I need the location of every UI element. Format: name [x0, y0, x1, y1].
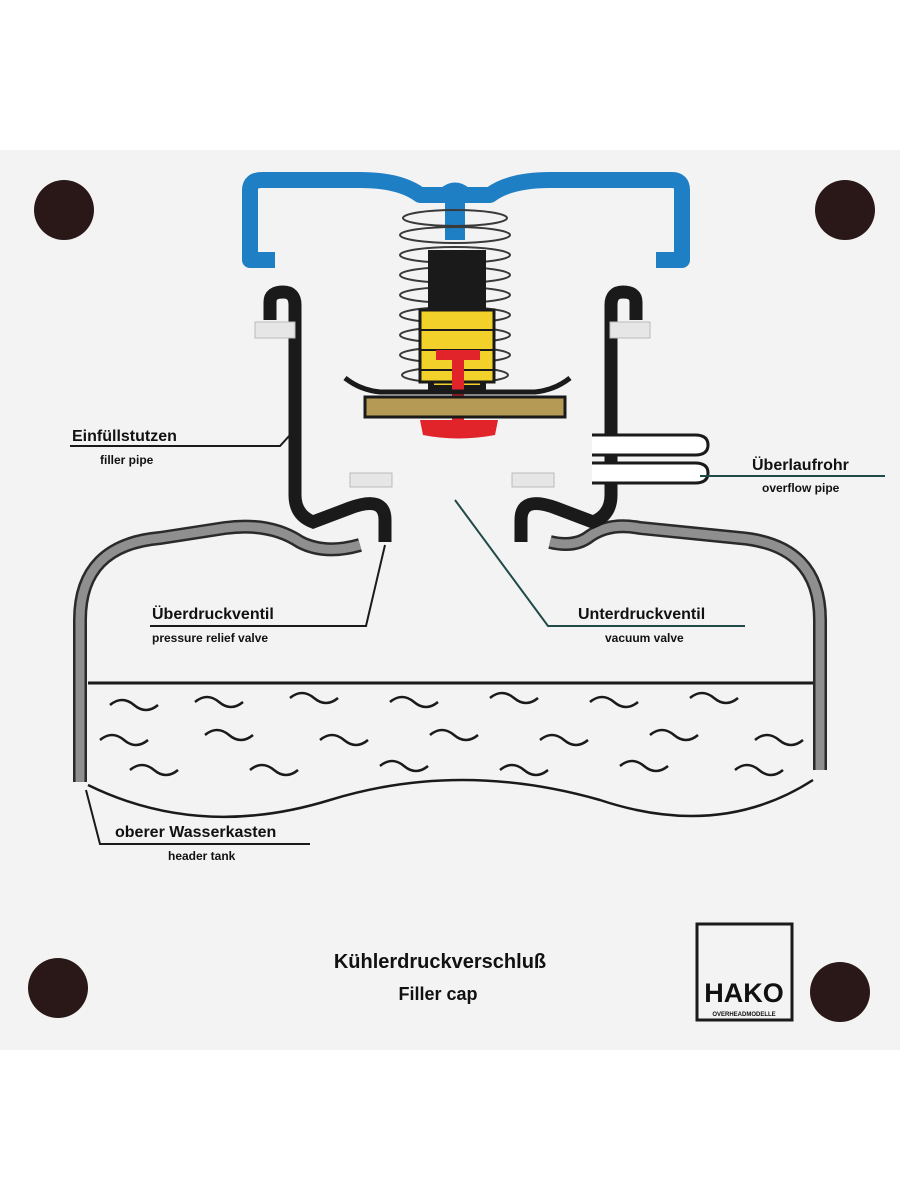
cap-stem [445, 190, 465, 240]
leader-lines [70, 434, 885, 845]
filler-pipe-right-wall [514, 285, 643, 542]
label-overflow-pipe-de: Überlaufrohr [752, 455, 849, 474]
vacuum-valve-disc [420, 420, 498, 439]
screw-top-left [34, 180, 94, 240]
leader-vacuum-valve [454, 499, 745, 627]
screw-top-right [815, 180, 875, 240]
mounting-screws [28, 180, 875, 1022]
filler-cap-diagram: Einfüllstutzen filler pipe Überlaufrohr … [28, 172, 885, 1022]
title-german: Kühlerdruckverschluß [334, 951, 546, 973]
diagram-panel: Einfüllstutzen filler pipe Überlaufrohr … [0, 150, 900, 1050]
seal-gasket [363, 395, 567, 419]
label-pressure-valve-en: pressure relief valve [152, 631, 268, 645]
screw-bottom-right [810, 962, 870, 1022]
logo-subtext: OVERHEADMODELLE [712, 1012, 775, 1018]
hako-logo: HAKO OVERHEADMODELLE [695, 922, 794, 1022]
leader-filler-pipe [70, 434, 291, 447]
pressure-valve-assembly [343, 250, 572, 439]
label-vacuum-valve-de: Unterdruckventil [578, 606, 705, 623]
label-pressure-valve-de: Überdruckventil [152, 604, 274, 623]
screw-bottom-left [28, 958, 88, 1018]
valve-spring [399, 209, 511, 384]
clip-right [609, 321, 651, 339]
header-tank [73, 519, 827, 819]
tank-shell [73, 519, 362, 782]
leader-header-tank [85, 789, 310, 845]
seal-plate [343, 376, 572, 395]
filler-pipe [254, 285, 651, 542]
overflow-tube-bottom [592, 461, 710, 485]
label-vacuum-valve-en: vacuum valve [605, 631, 684, 645]
overflow-pipe [592, 433, 710, 485]
label-filler-pipe-en: filler pipe [100, 453, 154, 467]
logo-text: HAKO [704, 978, 784, 1008]
tank-cut-line [87, 778, 814, 819]
label-filler-pipe-de: Einfüllstutzen [72, 428, 177, 445]
overflow-tube-top [592, 433, 710, 457]
filler-pipe-left-wall [263, 285, 392, 542]
seat-right [511, 472, 555, 488]
label-header-tank-en: header tank [168, 849, 236, 863]
water-waves [99, 691, 804, 777]
seat-left [349, 472, 393, 488]
title-english: Filler cap [398, 984, 477, 1004]
leader-pressure-valve [150, 544, 386, 627]
label-overflow-pipe-en: overflow pipe [762, 481, 840, 495]
clip-left [254, 321, 296, 339]
tank-shell-right [548, 519, 827, 770]
label-header-tank-de: oberer Wasserkasten [115, 824, 276, 841]
